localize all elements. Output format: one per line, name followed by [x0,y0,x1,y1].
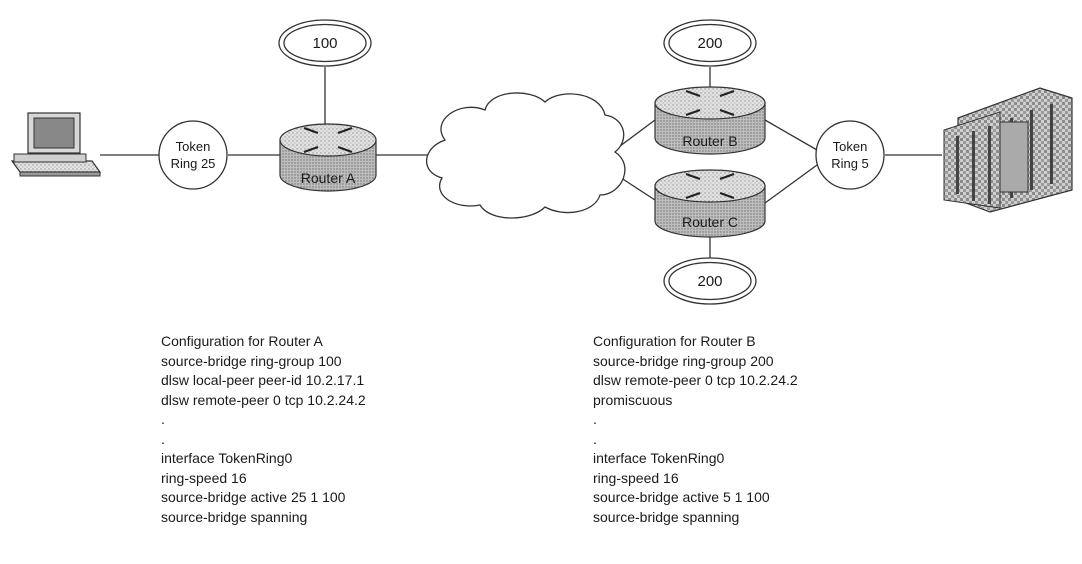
config-line: dlsw remote-peer 0 tcp 10.2.24.2 [593,372,798,388]
network-diagram: 100 200 200 Token Ring 25 Token Ring 5 R… [10,19,1073,305]
router-a-label: Router A [301,170,356,186]
ring-group-label: 200 [697,273,722,290]
config-line: source-bridge active 25 1 100 [161,489,346,505]
token-ring-label-line1: Token [176,139,211,154]
config-line: interface TokenRing0 [161,450,293,466]
wan-cloud-icon [425,92,626,219]
ring-group-label: 200 [697,35,722,52]
config-line: ring-speed 16 [161,469,247,486]
config-line: source-bridge spanning [593,508,740,525]
config-line: dlsw remote-peer 0 tcp 10.2.24.2 [161,391,366,408]
config-line: Configuration for Router A [161,333,323,349]
token-ring-label-line2: Ring 5 [831,156,869,171]
config-line: . [161,430,165,447]
router-b-label: Router B [682,133,737,149]
config-line: source-bridge ring-group 200 [593,352,774,369]
mainframe-icon [943,87,1073,213]
router-a-configuration: Configuration for Router A source-bridge … [161,332,366,527]
config-line: . [593,411,597,427]
router-a-icon: Router A [279,123,377,192]
config-line: . [593,430,597,447]
router-c-label: Router C [682,214,738,230]
config-line: promiscuous [593,391,673,408]
config-line: . [161,411,165,427]
token-ring-5: Token Ring 5 [815,120,885,190]
config-line: interface TokenRing0 [593,450,725,466]
router-c-icon: Router C [654,169,766,238]
ring-group-200-c: 200 [663,257,757,305]
config-line: source-bridge spanning [161,508,308,525]
workstation-icon [10,112,102,177]
token-ring-25: Token Ring 25 [158,120,228,190]
ring-group-200-b: 200 [663,19,757,67]
config-line: dlsw local-peer peer-id 10.2.17.1 [161,372,365,388]
ring-group-label: 100 [312,35,337,52]
config-line: source-bridge active 5 1 100 [593,489,770,505]
config-line: source-bridge ring-group 100 [161,352,342,369]
token-ring-label-line1: Token [833,139,868,154]
config-line: ring-speed 16 [593,469,679,486]
token-ring-label-line2: Ring 25 [171,156,216,171]
router-b-icon: Router B [654,86,766,155]
ring-group-100-a: 100 [278,19,372,67]
router-b-configuration: Configuration for Router B source-bridge … [593,332,798,527]
config-line: Configuration for Router B [593,333,756,349]
